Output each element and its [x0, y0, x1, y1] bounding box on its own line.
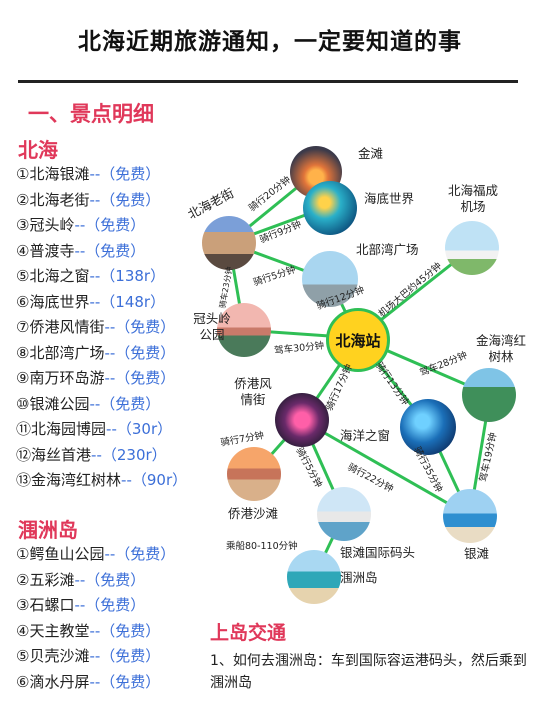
- list-item: ②北海老街--（免费）: [16, 190, 161, 209]
- qiaogangjie-photo: [275, 393, 329, 447]
- node-label-weizhou: 涠洲岛: [340, 570, 378, 585]
- list-item: ⑪北海园博园--（30r）: [16, 420, 173, 438]
- beihai-list: ①北海银滩--（免费） ②北海老街--（免费） ③冠头岭--（免费） ④普渡寺-…: [16, 162, 187, 494]
- list-item: ⑥海底世界--（148r）: [16, 292, 166, 311]
- weizhou-photo: [287, 550, 341, 604]
- node-label-guantouling: 冠头岭公园: [193, 311, 231, 342]
- node-label-jintan: 金滩: [358, 146, 384, 161]
- node-label-qiaogangjie: 侨港风情街: [234, 376, 272, 407]
- node-label-haidi: 海底世界: [364, 191, 415, 206]
- laojie-photo: [202, 216, 256, 270]
- node-label-yintan: 银滩: [464, 546, 490, 561]
- haidi-photo: [303, 181, 357, 235]
- hub-station: 北海站: [326, 308, 390, 372]
- list-item: ④天主教堂--（免费）: [16, 621, 161, 640]
- list-item: ④普渡寺--（免费）: [16, 241, 146, 260]
- page-title: 北海近期旅游通知，一定要知道的事: [78, 29, 462, 55]
- title-divider: [18, 80, 518, 83]
- node-label-jinhaiwan: 金海湾红树林: [476, 333, 527, 364]
- list-item: ⑨南万环岛游--（免费）: [16, 369, 176, 387]
- weizhou-list: ①鳄鱼山公园--（免费） ②五彩滩--（免费） ③石螺口--（免费） ④天主教堂…: [16, 542, 175, 695]
- list-item: ⑬金海湾红树林--（90r）: [16, 471, 188, 489]
- list-item: ⑩银滩公园--（免费）: [16, 394, 161, 413]
- matou-photo: [317, 487, 371, 541]
- edge-label: 乘船80-110分钟: [226, 541, 298, 552]
- airport-photo: [445, 221, 499, 275]
- list-item: ③石螺口--（免费）: [16, 596, 146, 614]
- list-item: ①鳄鱼山公园--（免费）: [16, 545, 176, 563]
- list-item: ⑤北海之窗--（138r）: [16, 267, 166, 285]
- qiaogangsha-photo: [227, 447, 281, 501]
- section-heading: 一、景点明细: [28, 102, 154, 126]
- yintan-photo: [443, 489, 497, 543]
- node-label-matou: 银滩国际码头: [340, 545, 416, 560]
- beibuwan-photo: [302, 251, 358, 307]
- list-item: ③冠头岭--（免费）: [16, 216, 146, 234]
- beihai-heading: 北海: [18, 138, 58, 162]
- weizhou-heading: 涠洲岛: [18, 518, 78, 542]
- list-item: ⑦侨港风情街--（免费）: [16, 318, 176, 336]
- list-item: ②五彩滩--（免费）: [16, 570, 146, 589]
- jinhaiwan-photo: [462, 368, 516, 422]
- list-item: ⑥滴水丹屏--（免费）: [16, 672, 161, 691]
- list-item: ⑤贝壳沙滩--（免费）: [16, 647, 161, 665]
- node-label-haiyang: 海洋之窗: [340, 428, 391, 443]
- node-label-airport: 北海福成机场: [448, 183, 499, 214]
- list-item: ⑧北部湾广场--（免费）: [16, 343, 176, 362]
- node-label-qiaogangsha: 侨港沙滩: [228, 506, 279, 521]
- node-label-beibuwan: 北部湾广场: [356, 242, 419, 257]
- transport-heading: 上岛交通: [210, 622, 287, 644]
- list-item: ⑫海丝首港--（230r）: [16, 445, 167, 464]
- guantouling-photo: [217, 303, 271, 357]
- list-item: ①北海银滩--（免费）: [16, 165, 161, 183]
- haiyang-photo: [400, 399, 456, 455]
- transport-text: 1、如何去涠洲岛：车到国际容运港码头，然后乘到涠洲岛: [210, 653, 527, 691]
